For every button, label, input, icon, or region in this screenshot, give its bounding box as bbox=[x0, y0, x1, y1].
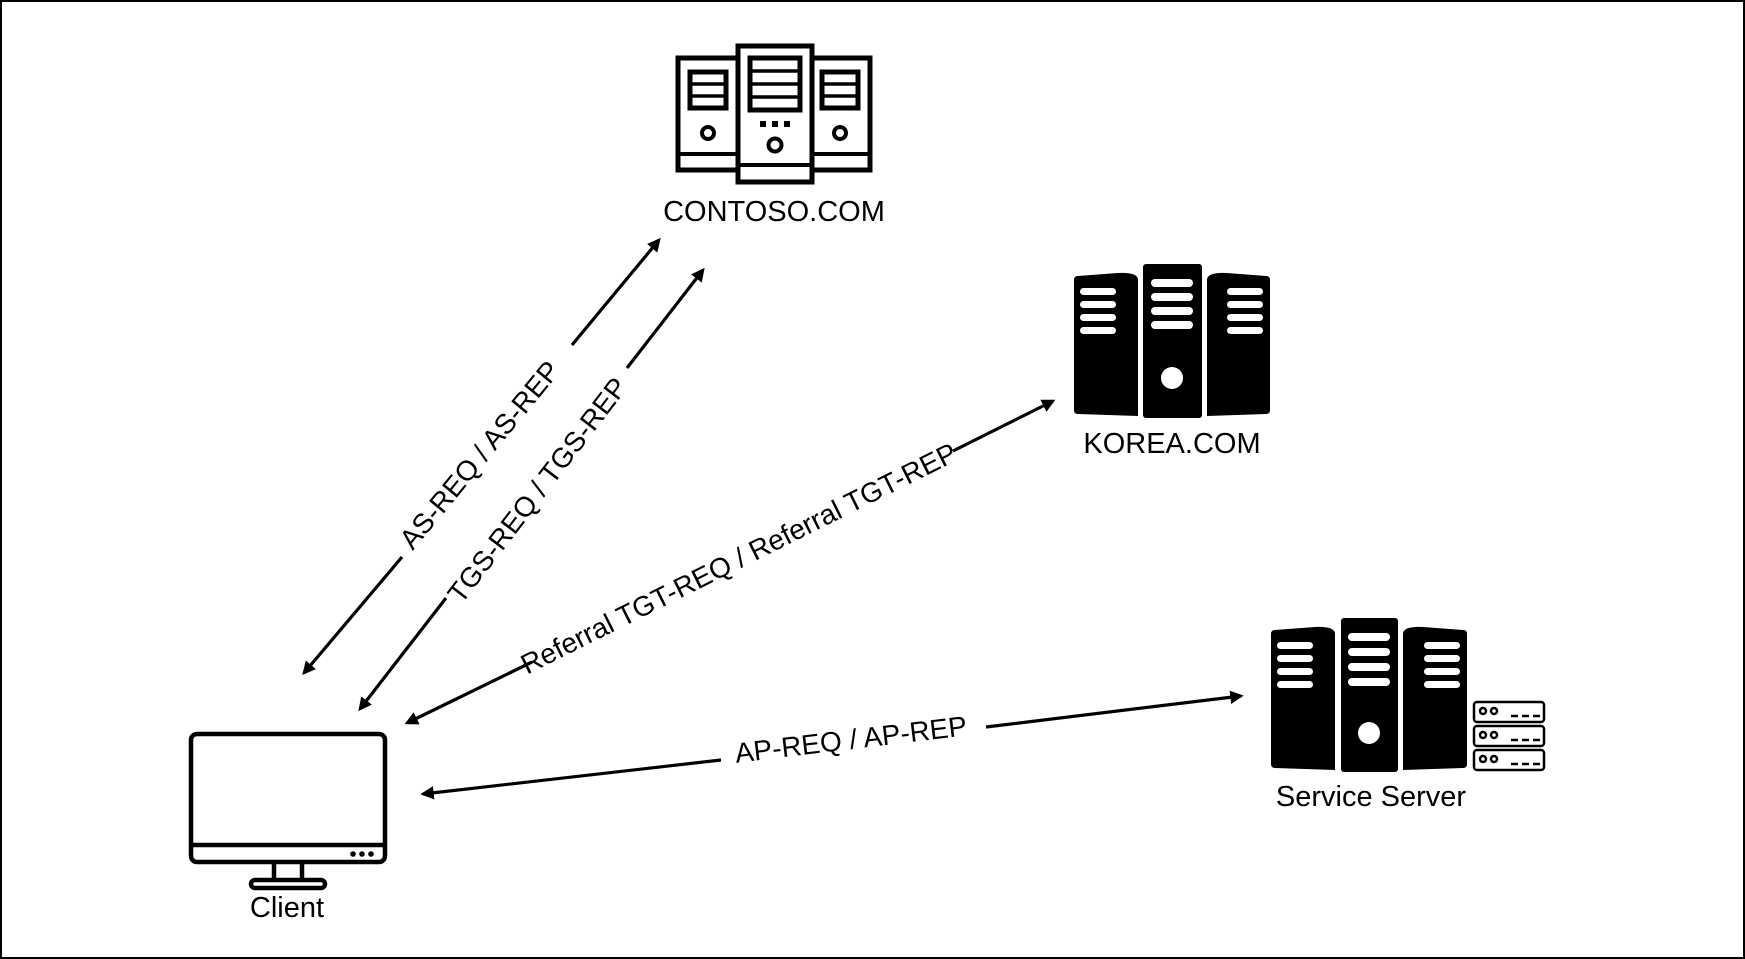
edge-as-line-upper bbox=[570, 237, 661, 347]
client-label: Client bbox=[250, 892, 324, 924]
edge-referral-line-upper bbox=[952, 399, 1056, 453]
edge-tgs-line-lower bbox=[358, 597, 448, 712]
client-monitor-icon bbox=[188, 731, 388, 891]
contoso-label: CONTOSO.COM bbox=[663, 196, 885, 228]
client-monitor-dots bbox=[350, 851, 374, 857]
service-server-label: Service Server bbox=[1276, 781, 1467, 813]
rack-unit-icon bbox=[1472, 700, 1546, 772]
service-server-icon bbox=[1271, 618, 1467, 772]
edge-as-line-lower bbox=[302, 555, 404, 676]
korea-label: KOREA.COM bbox=[1083, 428, 1260, 460]
korea-server-icon bbox=[1074, 264, 1270, 418]
edge-tgs-line-upper bbox=[625, 267, 705, 369]
edge-ap-line-upper bbox=[985, 690, 1244, 729]
edge-ap-line-lower bbox=[420, 758, 722, 800]
contoso-server-icon bbox=[675, 43, 873, 185]
edge-referral-line-lower bbox=[404, 660, 533, 725]
